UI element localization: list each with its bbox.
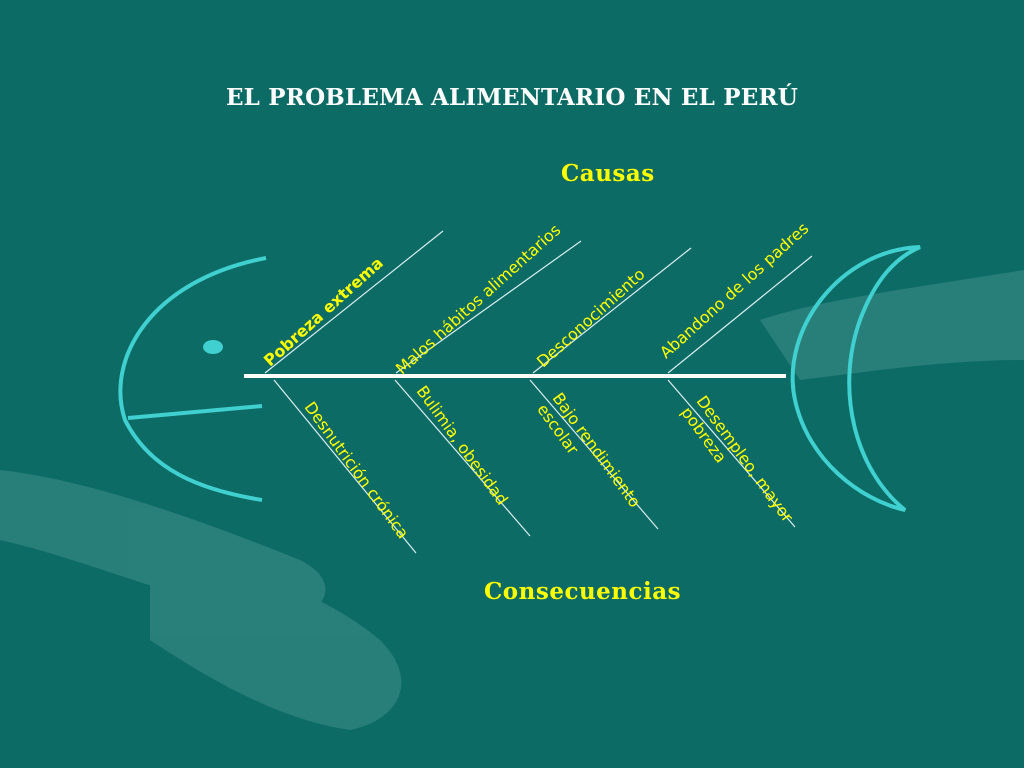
cause-bone-1 — [264, 230, 444, 374]
cause-bone-2 — [395, 240, 582, 374]
fish-mouth-line — [127, 404, 263, 420]
consequences-heading: Consecuencias — [484, 578, 682, 605]
background-watermark — [0, 270, 1024, 730]
consequence-bone-4 — [667, 379, 796, 528]
causes-heading: Causas — [561, 160, 655, 187]
slide-title: EL PROBLEMA ALIMENTARIO EN EL PERÚ — [225, 84, 799, 111]
consequence-bone-1 — [273, 379, 417, 554]
consequence-bone-2 — [394, 379, 531, 537]
cause-bone-4 — [667, 255, 813, 374]
fish-head-outline — [118, 256, 267, 502]
cause-bone-3 — [532, 247, 692, 374]
fish-eye — [203, 340, 223, 354]
consequence-bone-3 — [529, 379, 659, 530]
fish-tail-outline — [790, 245, 921, 512]
